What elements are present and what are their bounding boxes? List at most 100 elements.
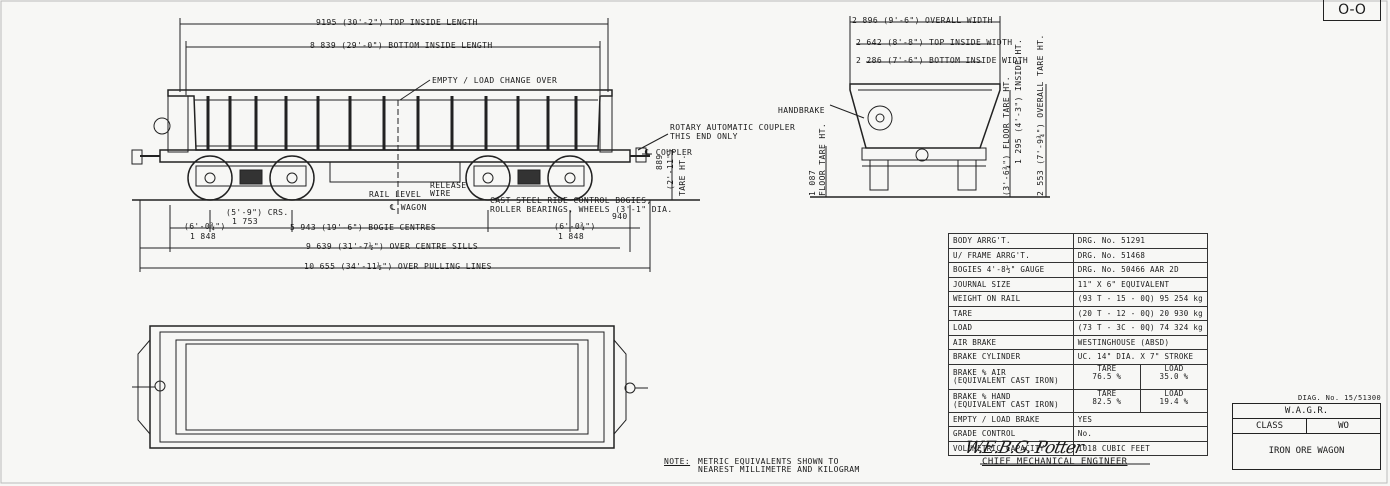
spec-label: TARE	[948, 305, 1074, 321]
specification-table: BODY ARRG'T.DRG. No. 51291 U/ FRAME ARRG…	[948, 233, 1209, 456]
label-floor-tare: FLOOR TARE HT.	[818, 122, 827, 196]
note-label: NOTE:	[664, 457, 691, 466]
spec-value: 11" X 6" EQUIVALENT	[1072, 276, 1209, 292]
dim-left-end-mm: 1 848	[190, 232, 217, 241]
dim-right-end: (6'-0¾")	[554, 222, 596, 231]
dim-left-end: (6'-0¾")	[184, 222, 226, 231]
dim-bottom-inside-width: 2 286 (7'-6") BOTTOM INSIDE WIDTH	[856, 56, 1029, 65]
spec-value: DRG. No. 51468	[1072, 247, 1209, 263]
spec-label: AIR BRAKE	[948, 334, 1074, 350]
dim-over-pulling-lines: 10 655 (34'-11½") OVER PULLING LINES	[304, 262, 492, 271]
dim-top-inside-length: 9195 (30'-2") TOP INSIDE LENGTH	[316, 18, 478, 27]
brake-hand-label: BRAKE % HAND	[953, 391, 1011, 401]
label-empty-load-changeover: EMPTY / LOAD CHANGE OVER	[432, 76, 558, 85]
wagon-name: IRON ORE WAGON	[1268, 446, 1345, 456]
class-label: CLASS	[1233, 419, 1307, 433]
dim-bogie-centres: 5 943 (19'-6") BOGIE CENTRES	[290, 223, 437, 232]
spec-value: UC. 14" DIA. X 7" STROKE	[1072, 349, 1209, 365]
spec-value: 1018 CUBIC FEET	[1072, 440, 1209, 456]
label-rail-level: RAIL LEVEL	[369, 190, 422, 199]
spec-label: BODY ARRG'T.	[948, 233, 1074, 249]
spec-row: WEIGHT ON RAIL(93 T - 15 - 0Q) 95 254 kg	[948, 291, 1209, 307]
brake-hand-label-2: (EQUIVALENT CAST IRON)	[953, 399, 1059, 409]
dim-floor-tare-ft: (3'-6¾") FLOOR TARE HT.	[1002, 76, 1011, 196]
bogie-right	[465, 155, 593, 201]
label-release: RELEASE	[430, 181, 467, 190]
spec-label: JOURNAL SIZE	[948, 276, 1074, 292]
brake-air-tare-label: TARE	[1097, 363, 1117, 373]
dim-tare-ht-ft: (2'-11")	[666, 148, 675, 190]
spec-label: VOLUMETRIC CAPACITY	[948, 440, 1074, 456]
spec-label: LOAD	[948, 320, 1074, 336]
spec-value: No.	[1072, 426, 1209, 442]
dim-bogie-crs: (5'-9") CRS.	[226, 208, 289, 217]
title-block: W.A.G.R. CLASS WO IRON ORE WAGON	[1232, 403, 1381, 470]
body-stakes	[206, 96, 578, 150]
railway-name: W.A.G.R.	[1233, 404, 1380, 419]
dim-overall-width: 2 896 (9'-6") OVERALL WIDTH	[852, 16, 993, 25]
spec-label: EMPTY / LOAD BRAKE	[948, 411, 1074, 427]
dim-right-end-mm: 1 848	[558, 232, 585, 241]
spec-row: TARE(20 T - 12 - 0Q) 20 930 kg	[948, 305, 1209, 321]
dim-overall-tare-height: 2 553 (7'-9¾") OVERALL TARE HT.	[1036, 34, 1045, 196]
dim-over-centre-sills: 9 639 (31'-7½") OVER CENTRE SILLS	[306, 242, 479, 251]
label-tare-ht: TARE HT.	[678, 154, 687, 196]
note-line-1: METRIC EQUIVALENTS SHOWN TO	[698, 457, 839, 466]
dim-bottom-inside-length: 8 839 (29'-0") BOTTOM INSIDE LENGTH	[310, 41, 493, 50]
spec-label: U/ FRAME ARRG'T.	[948, 247, 1074, 263]
brake-air-label: BRAKE % AIR	[953, 367, 1006, 377]
diagram-number: DIAG. No. 15/51300	[1298, 394, 1382, 402]
dim-inside-height: 1 295 (4'-3") INSIDE HT.	[1014, 38, 1023, 164]
dim-floor-tare-mm: 1 087	[808, 169, 817, 196]
spec-value: WESTINGHOUSE (ABSD)	[1072, 334, 1209, 350]
dim-889: 889	[655, 154, 664, 170]
spec-row: U/ FRAME ARRG'T.DRG. No. 51468	[948, 247, 1209, 263]
spec-value: YES	[1072, 411, 1209, 427]
label-wagon-centreline: ℄ WAGON	[390, 203, 427, 212]
label-this-end-only: THIS END ONLY	[670, 132, 738, 141]
brake-hand-tare-value: 82.5 %	[1092, 396, 1122, 406]
spec-label: BOGIES 4'-8½" GAUGE	[948, 262, 1074, 278]
brake-air-load-value: 35.0 %	[1159, 371, 1189, 381]
wagon-end-view	[849, 83, 1001, 191]
spec-label: WEIGHT ON RAIL	[948, 291, 1074, 307]
class-value: WO	[1338, 421, 1349, 431]
spec-value: (20 T - 12 - 0Q) 20 930 kg	[1072, 305, 1209, 321]
label-roller-bearings: ROLLER BEARINGS, WHEELS (3'-1" DIA.	[490, 205, 673, 214]
spec-value: DRG. No. 51291	[1072, 233, 1209, 249]
spec-row: LOAD(73 T - 3C - 0Q) 74 324 kg	[948, 320, 1209, 336]
plan-view	[132, 325, 648, 449]
label-wire: WIRE	[430, 189, 451, 198]
label-coupler-centreline: ℄ COUPLER	[645, 148, 693, 157]
brake-air-tare-value: 76.5 %	[1092, 371, 1122, 381]
note-line-2: NEAREST MILLIMETRE AND KILOGRAM	[698, 465, 860, 474]
spec-value: (73 T - 3C - 0Q) 74 324 kg	[1072, 320, 1209, 336]
brake-hand-load-label: LOAD	[1164, 388, 1184, 398]
label-handbrake: HANDBRAKE	[778, 106, 825, 115]
sheet-number: O-O	[1323, 0, 1381, 21]
spec-row: BODY ARRG'T.DRG. No. 51291	[948, 233, 1209, 249]
spec-label: BRAKE CYLINDER	[948, 349, 1074, 365]
brake-hand-load-value: 19.4 %	[1159, 396, 1189, 406]
label-rotary-coupler: ROTARY AUTOMATIC COUPLER	[670, 123, 796, 132]
label-cast-steel-bogies: CAST STEEL RIDE CONTROL BOGIES,	[490, 196, 652, 205]
brake-air-label-2: (EQUIVALENT CAST IRON)	[953, 375, 1059, 385]
spec-value: DRG. No. 50466 AAR 2D	[1072, 262, 1209, 278]
brake-hand-tare-label: TARE	[1097, 388, 1117, 398]
dim-bogie-crs-mm: 1 753	[232, 217, 259, 226]
wagon-body-side	[167, 89, 613, 151]
dim-top-inside-width: 2 642 (8'-8") TOP INSIDE WIDTH	[856, 38, 1013, 47]
underframe	[131, 117, 650, 183]
spec-value: (93 T - 15 - 0Q) 95 254 kg	[1072, 291, 1209, 307]
signatory-title: CHIEF MECHANICAL ENGINEER	[982, 457, 1128, 467]
